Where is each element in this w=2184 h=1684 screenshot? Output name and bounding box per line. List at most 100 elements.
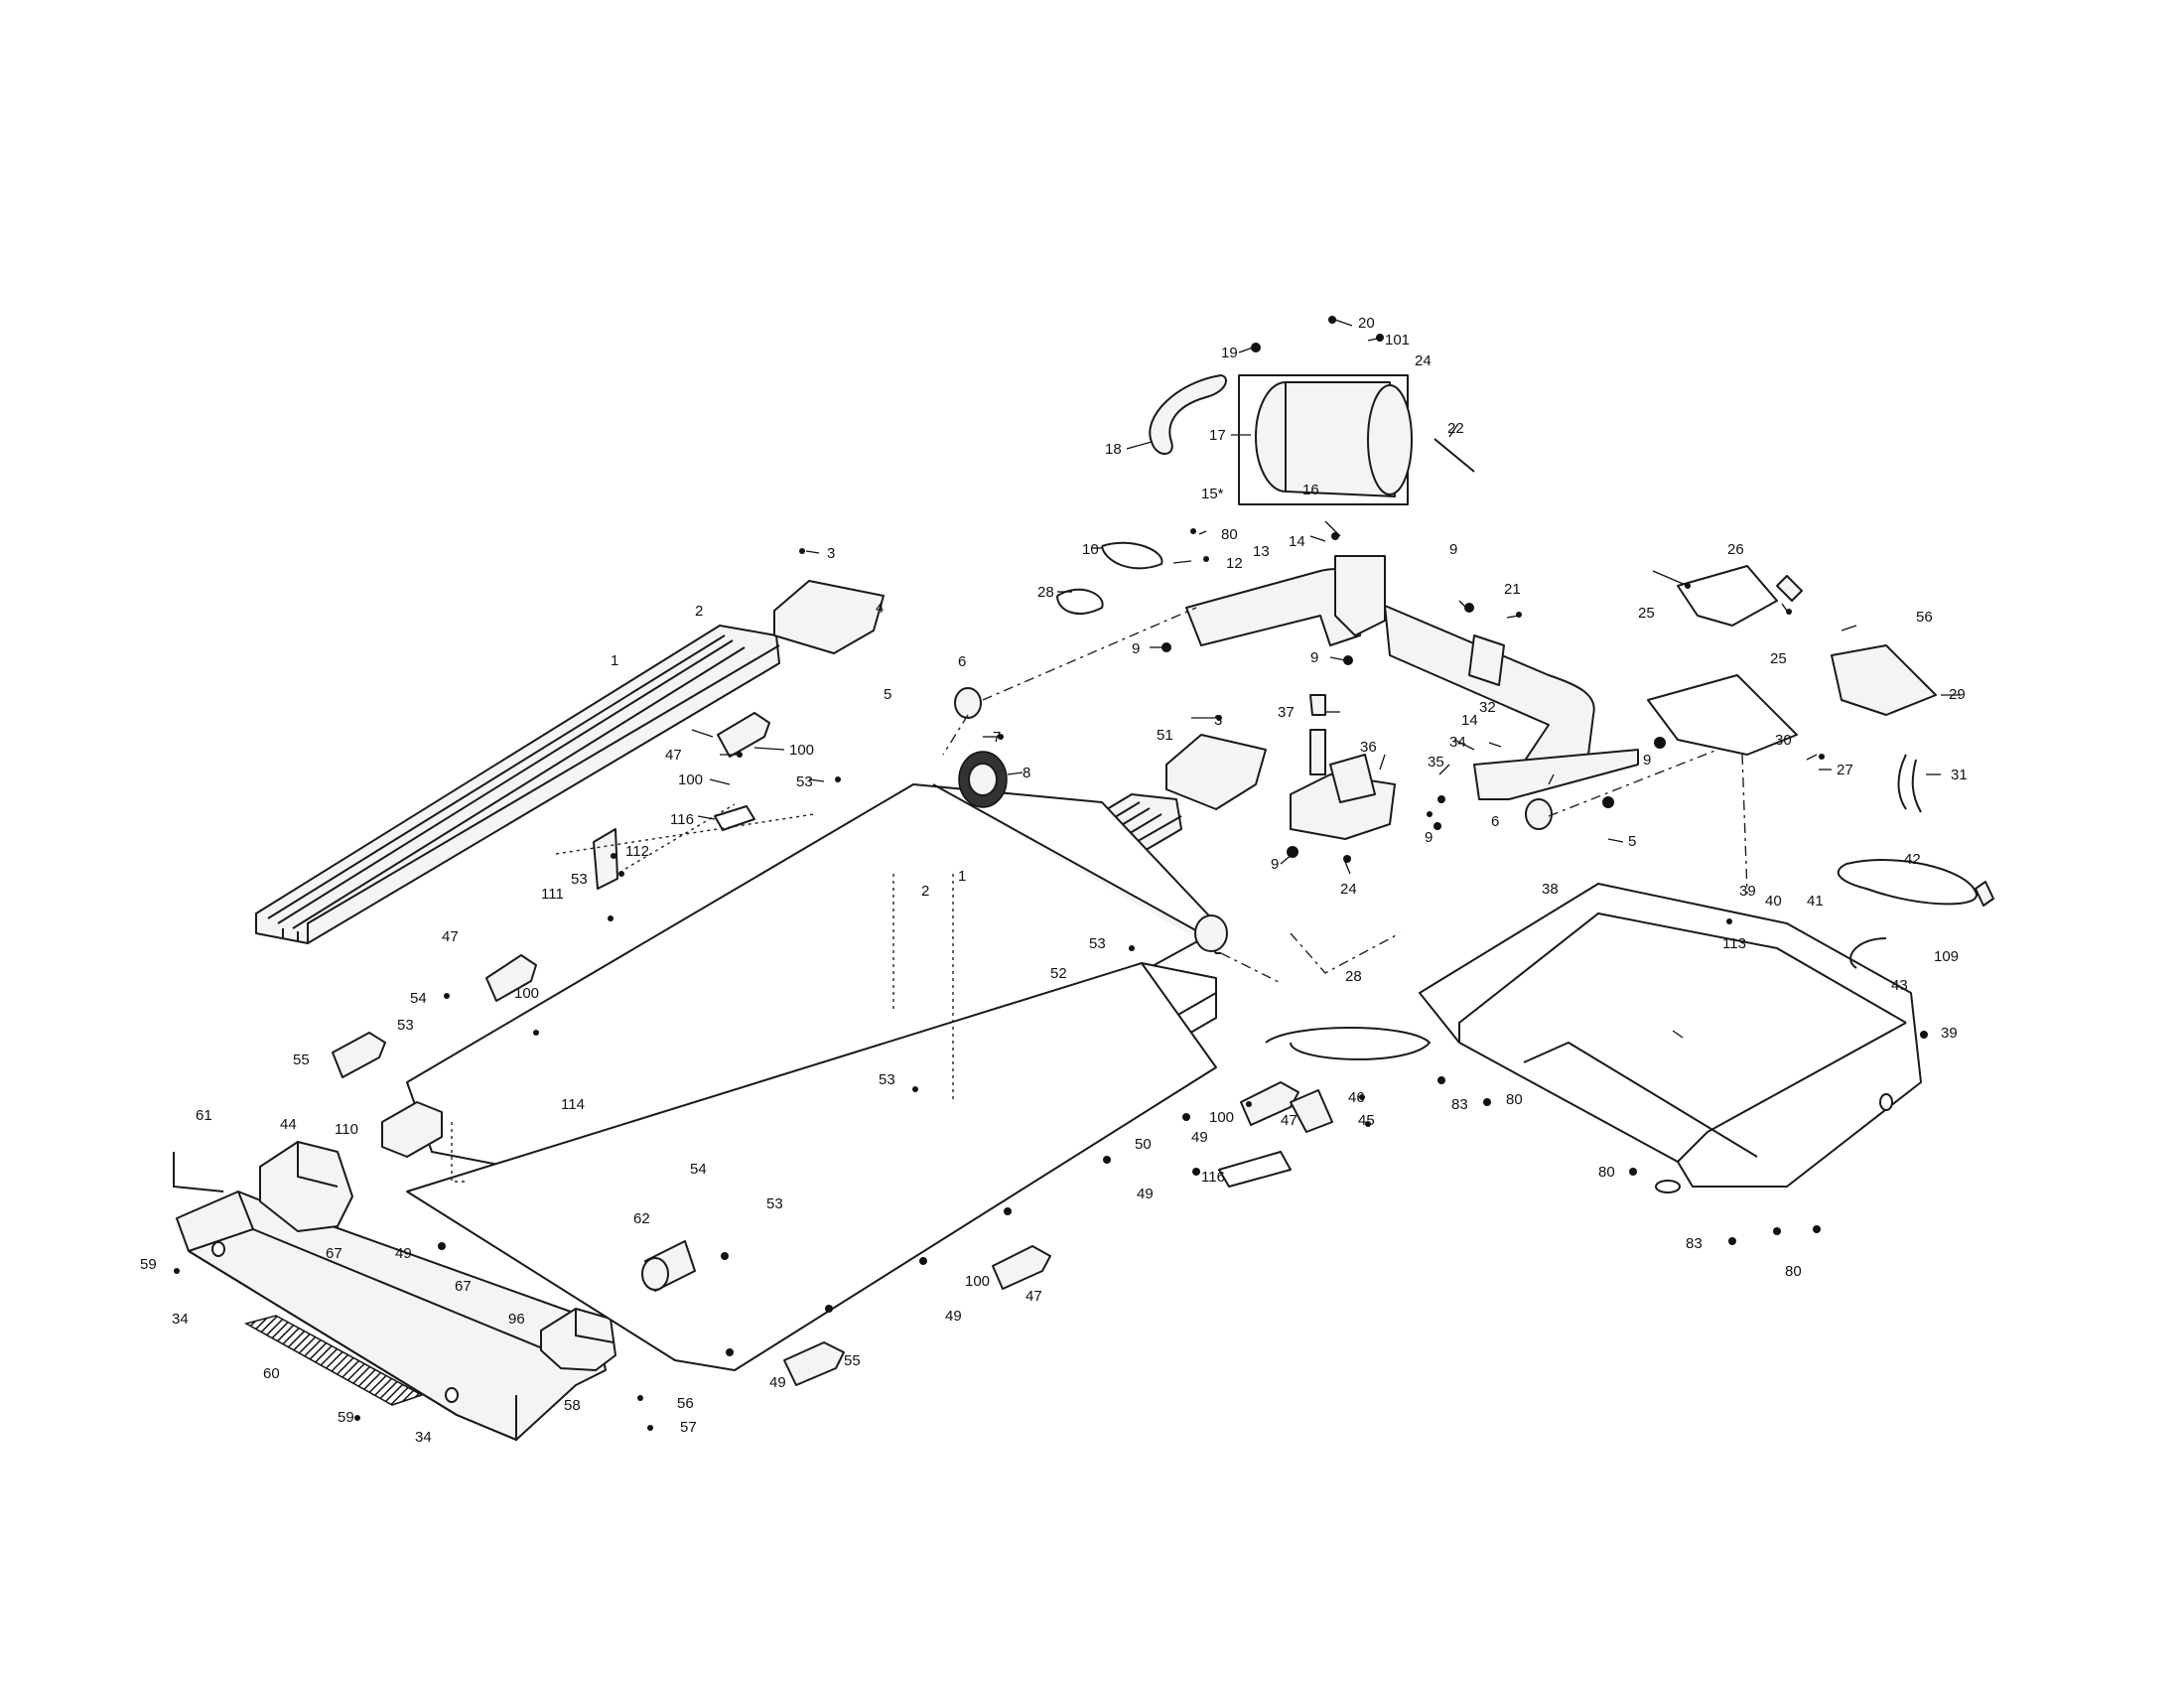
callout: 19 xyxy=(1221,345,1238,361)
callout: 47 xyxy=(1025,1288,1042,1305)
callout: 5 xyxy=(884,686,891,703)
callout: 9 xyxy=(1425,829,1433,846)
callout: 9 xyxy=(1643,752,1651,769)
callout: 80 xyxy=(1506,1091,1523,1108)
callout: 53 xyxy=(766,1195,783,1212)
callout: 49 xyxy=(769,1374,786,1391)
motor-assembly xyxy=(1149,374,1475,505)
callout: 100 xyxy=(1209,1109,1234,1126)
callout: 20 xyxy=(1358,315,1375,332)
callout: 53 xyxy=(571,871,588,888)
callout: 100 xyxy=(678,772,703,788)
callout: 53 xyxy=(1089,935,1106,952)
callout: 22 xyxy=(1447,420,1464,437)
callout: 6 xyxy=(1491,813,1499,830)
callout: 49 xyxy=(945,1308,962,1325)
callout: 60 xyxy=(263,1365,280,1382)
callout: 1 xyxy=(958,868,966,885)
motor-hood xyxy=(1419,883,1922,1193)
callout: 6 xyxy=(958,653,966,670)
callout: 109 xyxy=(1934,948,1959,965)
callout: 9 xyxy=(1449,541,1457,558)
callout-labels: 20 101 24 19 22 17 18 16 15* 80 10 12 13… xyxy=(140,315,1968,1446)
left-side-rail xyxy=(255,625,780,944)
callout: 58 xyxy=(564,1397,581,1414)
callout: 18 xyxy=(1105,441,1122,458)
callout: 32 xyxy=(1479,699,1496,716)
callout: 50 xyxy=(1135,1136,1152,1153)
callout: 53 xyxy=(796,773,813,790)
leader-lines xyxy=(691,319,1961,1039)
callout: 5 xyxy=(1628,833,1636,850)
callout: 37 xyxy=(1278,704,1295,721)
callout: 8 xyxy=(1023,765,1030,781)
callout: 49 xyxy=(395,1245,412,1262)
upright-frame xyxy=(1185,555,1639,800)
callout: 112 xyxy=(625,843,649,860)
callout: 24 xyxy=(1340,881,1357,898)
callout: 55 xyxy=(293,1052,310,1068)
callout: 47 xyxy=(442,928,459,945)
callout: 44 xyxy=(280,1116,297,1133)
callout: 9 xyxy=(1271,856,1279,873)
callout: 39 xyxy=(1941,1025,1958,1042)
callout: 96 xyxy=(508,1311,525,1328)
callout: 34 xyxy=(172,1311,189,1328)
callout: 43 xyxy=(1891,977,1908,994)
callout: 16 xyxy=(1302,482,1319,498)
callout: 31 xyxy=(1951,767,1968,783)
callout: 49 xyxy=(1137,1186,1154,1202)
callout: 83 xyxy=(1686,1235,1703,1252)
callout: 17 xyxy=(1209,427,1226,444)
callout: 28 xyxy=(1037,584,1054,601)
callout: 13 xyxy=(1253,543,1270,560)
callout: 53 xyxy=(879,1071,895,1088)
callout: 2 xyxy=(921,883,929,900)
callout: 28 xyxy=(1345,968,1362,985)
callout: 80 xyxy=(1785,1263,1802,1280)
callout: 30 xyxy=(1775,732,1792,749)
callout: 116 xyxy=(670,811,694,828)
callout: 113 xyxy=(1722,935,1746,952)
base-frame xyxy=(173,1141,616,1442)
callout: 59 xyxy=(140,1256,157,1273)
callout: 42 xyxy=(1904,851,1921,868)
callout: 15* xyxy=(1201,486,1224,502)
callout: 10 xyxy=(1082,541,1099,558)
callout: 2 xyxy=(695,603,703,620)
callout: 39 xyxy=(1739,883,1756,900)
electronics xyxy=(1647,565,1994,969)
callout: 25 xyxy=(1770,650,1787,667)
callout: 55 xyxy=(844,1352,861,1369)
callout: 47 xyxy=(665,747,682,764)
callout: 52 xyxy=(1050,965,1067,982)
callout: 61 xyxy=(196,1107,212,1124)
callout: 36 xyxy=(1360,739,1377,756)
callout: 40 xyxy=(1765,893,1782,910)
callout: 7 xyxy=(993,729,1001,746)
callout: 54 xyxy=(410,990,427,1007)
callout: 80 xyxy=(1598,1164,1615,1181)
callout: 100 xyxy=(789,742,814,759)
callout: 9 xyxy=(1132,640,1140,657)
callout: 67 xyxy=(455,1278,472,1295)
callout: 34 xyxy=(1449,734,1466,751)
callout: 47 xyxy=(1281,1112,1297,1129)
callout: 14 xyxy=(1461,712,1478,729)
deck-belt xyxy=(332,541,1553,1386)
callout: 54 xyxy=(690,1161,707,1178)
callout: 56 xyxy=(1916,609,1933,626)
callout: 4 xyxy=(876,600,884,617)
callout: 12 xyxy=(1226,555,1243,572)
callout: 100 xyxy=(965,1273,990,1290)
callout: 34 xyxy=(415,1429,432,1446)
callout: 14 xyxy=(1289,533,1305,550)
callout: 56 xyxy=(677,1395,694,1412)
callout: 110 xyxy=(335,1121,358,1138)
callout: 101 xyxy=(1385,332,1410,349)
callout: 41 xyxy=(1807,893,1824,910)
callout: 62 xyxy=(633,1210,650,1227)
callout: 35 xyxy=(1428,754,1444,771)
callout: 49 xyxy=(1191,1129,1208,1146)
